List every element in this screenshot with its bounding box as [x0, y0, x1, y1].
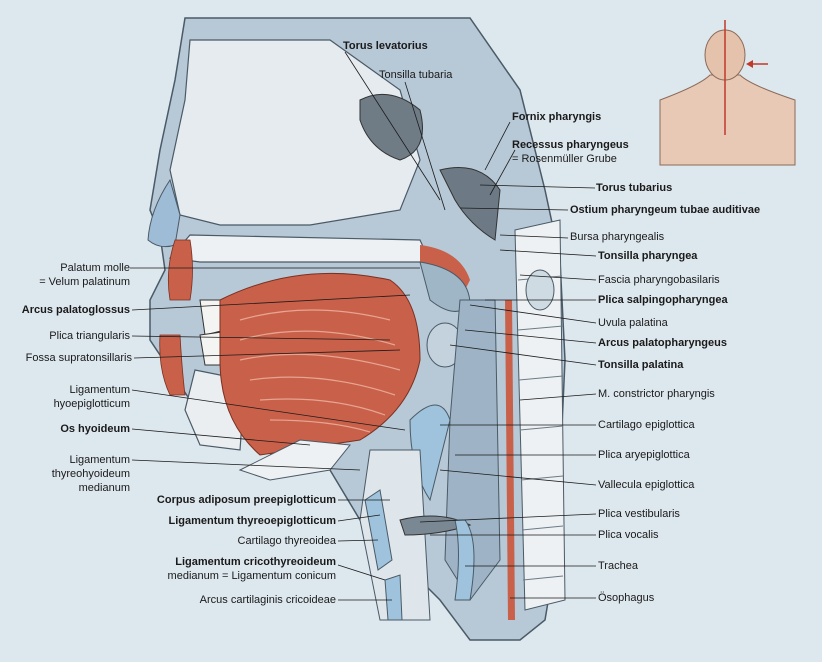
- label-palatum-molle: Palatum molle: [60, 262, 130, 274]
- label-lig-crico-2: medianum = Ligamentum conicum: [167, 570, 336, 582]
- label-cartilago-epiglottica: Cartilago epiglottica: [598, 419, 695, 431]
- label-trachea: Trachea: [598, 560, 638, 572]
- nasal-vestibule: [147, 178, 181, 248]
- label-oesophagus: Ösophagus: [598, 592, 655, 604]
- spine: [514, 219, 566, 611]
- label-arcus-crico: Arcus cartilaginis cricoideae: [199, 594, 336, 606]
- oesophagus-muscle: [505, 300, 515, 620]
- label-recessus-pharyngeus: Recessus pharyngeus: [512, 139, 629, 151]
- label-fascia: Fascia pharyngobasilaris: [598, 274, 720, 286]
- label-plica-triangularis: Plica triangularis: [49, 330, 130, 342]
- label-plica-vestibularis: Plica vestibularis: [598, 508, 680, 520]
- label-bursa: Bursa pharyngealis: [570, 231, 665, 243]
- tongue-fibers: [239, 309, 401, 433]
- label-vallecula: Vallecula epiglottica: [598, 479, 695, 491]
- label-corpus-adiposum: Corpus adiposum preepiglotticum: [156, 494, 336, 506]
- nasal-concha: [359, 93, 423, 161]
- leader-lines-right: [344, 51, 597, 599]
- inset-torso: [659, 74, 796, 166]
- pharyngeal-tonsil: [439, 167, 501, 241]
- label-plica-salpingopharyngea: Plica salpingopharyngea: [598, 294, 728, 306]
- label-lig-thyreohy-2: thyreohyoideum: [51, 468, 130, 480]
- cricoid-cartilage: [384, 574, 403, 621]
- label-uvula: Uvula palatina: [598, 317, 668, 329]
- label-lig-crico-1: Ligamentum cricothyreoideum: [175, 556, 336, 568]
- label-tonsilla-tubaria: Tonsilla tubaria: [379, 69, 453, 81]
- label-fossa-supratonsillaris: Fossa supratonsillaris: [25, 352, 132, 364]
- label-tonsilla-pharyngea: Tonsilla pharyngea: [598, 250, 698, 262]
- upper-lip-muscle: [167, 239, 193, 301]
- label-lig-hyoepi-2: hyoepiglotticum: [53, 398, 130, 410]
- label-tonsilla-palatina: Tonsilla palatina: [598, 359, 684, 371]
- orientation-inset: [659, 20, 796, 166]
- trachea-ring: [454, 519, 475, 601]
- label-cartilago-thyreoidea: Cartilago thyreoidea: [237, 535, 336, 547]
- label-arcus-palatopharyngeus: Arcus palatopharyngeus: [598, 337, 727, 349]
- label-os-hyoideum: Os hyoideum: [60, 423, 130, 435]
- label-plica-vocalis: Plica vocalis: [598, 529, 659, 541]
- inset-arrowhead: [746, 60, 753, 68]
- label-torus-levatorius: Torus levatorius: [343, 40, 428, 52]
- label-lig-thyreoepi: Ligamentum thyreoepiglotticum: [168, 515, 336, 527]
- label-fornix-pharyngis: Fornix pharyngis: [512, 111, 602, 123]
- label-ostium: Ostium pharyngeum tubae auditivae: [570, 204, 761, 216]
- leader-lines-left: [130, 267, 420, 601]
- hard-palate: [168, 234, 431, 263]
- label-velum-palatinum: = Velum palatinum: [39, 276, 130, 288]
- label-lig-hyoepi-1: Ligamentum: [69, 384, 130, 396]
- thyroid-cartilage: [364, 489, 393, 571]
- hyoid: [238, 439, 351, 481]
- label-lig-thyreohy-1: Ligamentum: [69, 454, 130, 466]
- label-torus-tubarius: Torus tubarius: [596, 182, 673, 194]
- label-arcus-palatoglossus: Arcus palatoglossus: [21, 304, 130, 316]
- label-rosenmueller: = Rosenmüller Grube: [512, 153, 617, 165]
- nasal-cavity: [169, 39, 421, 226]
- label-constrictor: M. constrictor pharyngis: [598, 388, 715, 400]
- label-plica-aryepiglottica: Plica aryepiglottica: [598, 449, 690, 461]
- label-lig-thyreohy-3: medianum: [78, 482, 130, 494]
